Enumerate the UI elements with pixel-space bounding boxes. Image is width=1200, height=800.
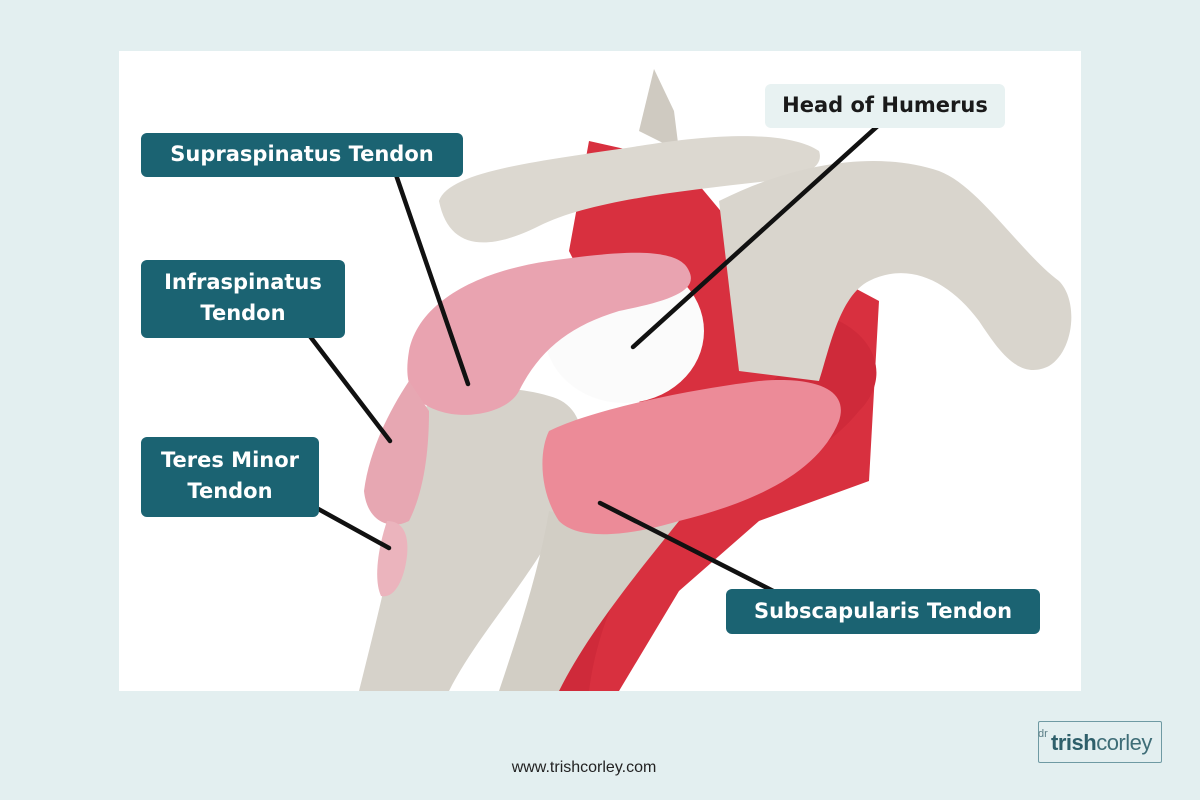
shoulder-anatomy-figure: Head of Humerus Supraspinatus Tendon Inf… (119, 51, 1081, 691)
acromion-shape (439, 136, 820, 243)
brand-logo: dr trishcorley (1038, 721, 1162, 763)
clavicle-shape (719, 161, 1072, 381)
shoulder-illustration (299, 69, 1072, 691)
infraspinatus-tendon-shape (364, 381, 429, 525)
leader-line-subscapularis (597, 500, 786, 599)
label-subscapularis-tendon: Subscapularis Tendon (726, 589, 1040, 634)
label-subscapularis-text: Subscapularis Tendon (753, 599, 1013, 623)
leader-line-humerus (630, 120, 884, 350)
label-head-of-humerus-text: Head of Humerus (782, 93, 988, 117)
label-supraspinatus-tendon: Supraspinatus Tendon (141, 133, 463, 177)
leader-line-supraspinatus (391, 166, 471, 387)
label-infraspinatus-tendon: Infraspinatus Tendon (141, 260, 345, 338)
coracoid-spike-shape (639, 69, 679, 151)
footer-website-link[interactable]: www.trishcorley.com (511, 759, 657, 776)
label-supraspinatus-text: Supraspinatus Tendon (170, 142, 434, 166)
logo-name: trishcorley (1051, 730, 1152, 756)
label-teres-minor-tendon: Teres Minor Tendon (141, 437, 319, 517)
label-infraspinatus-line1: Infraspinatus (164, 270, 322, 294)
label-teres-minor-line2: Tendon (187, 479, 273, 503)
teres-minor-tendon-shape (377, 521, 408, 597)
logo-name-rest: corley (1096, 730, 1152, 755)
logo-prefix: dr (1038, 728, 1048, 740)
subscapularis-tendon-shape (542, 380, 841, 535)
label-head-of-humerus: Head of Humerus (765, 84, 1005, 128)
label-infraspinatus-line2: Tendon (200, 301, 286, 325)
scapula-lower-shape (499, 511, 679, 691)
supraspinatus-tendon-shape (407, 252, 691, 415)
label-teres-minor-line1: Teres Minor (160, 448, 300, 472)
leader-line-infraspinatus (306, 332, 393, 444)
logo-name-bold: trish (1051, 730, 1097, 755)
